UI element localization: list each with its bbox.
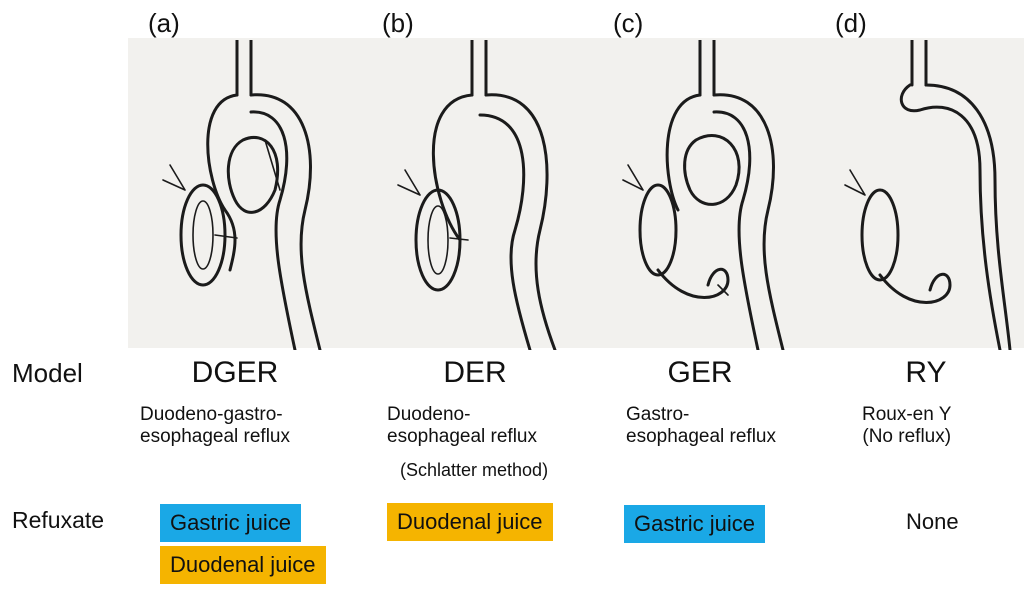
refluxate-ger-gastric: Gastric juice: [624, 505, 766, 543]
refluxate-row-label: Refuxate: [12, 507, 105, 533]
refluxate-ry-none: None: [906, 509, 959, 534]
panel-b-letter: (b): [382, 8, 414, 38]
sketch-ger: [618, 38, 818, 352]
schlatter-note: (Schlatter method): [400, 460, 549, 480]
sketch-der: [390, 38, 590, 352]
desc-ger: Gastro- esophageal reflux: [626, 404, 776, 447]
desc-dger: Duodeno-gastro- esophageal reflux: [140, 404, 290, 447]
model-ry: RY: [905, 356, 947, 389]
refluxate-dger-gastric: Gastric juice: [160, 504, 302, 542]
sketch-dger: [155, 38, 355, 352]
desc-ry: Roux-en Y (No reflux): [862, 404, 952, 447]
sketch-ry: [840, 38, 1024, 352]
panel-a-letter: (a): [148, 8, 180, 38]
model-dger: DGER: [191, 356, 279, 389]
desc-der: Duodeno- esophageal reflux: [387, 404, 537, 447]
refluxate-dger-duodenal: Duodenal juice: [160, 546, 326, 584]
model-row-label: Model: [12, 358, 83, 388]
panel-d-letter: (d): [835, 8, 867, 38]
model-der: DER: [443, 356, 507, 389]
refluxate-der-duodenal: Duodenal juice: [387, 503, 553, 541]
model-ger: GER: [667, 356, 733, 389]
panel-c-letter: (c): [613, 8, 644, 38]
